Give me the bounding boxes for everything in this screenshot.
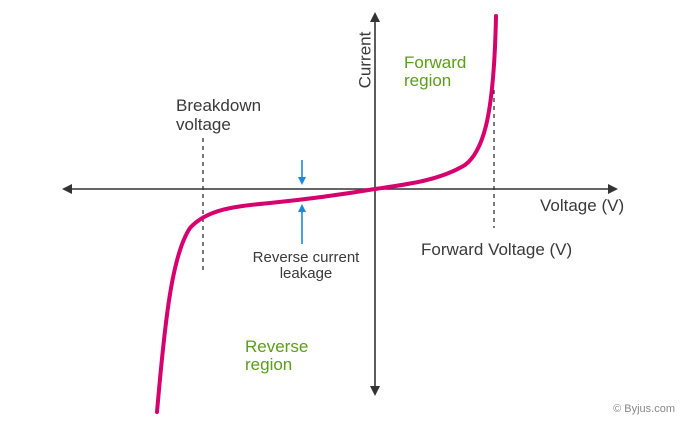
leakage-label-line2: leakage — [280, 265, 333, 282]
y-axis-label: Current — [355, 31, 374, 88]
x-axis-label: Voltage (V) — [540, 196, 624, 215]
reverse-region-label-line1: Reverse — [245, 337, 308, 356]
reverse-region-label-line2: region — [245, 355, 292, 374]
iv-curve — [155, 14, 498, 414]
forward-region-label-line1: Forward — [404, 53, 466, 72]
breakdown-voltage-label-line2: voltage — [176, 115, 231, 134]
leakage-label-line1: Reverse current — [253, 249, 361, 266]
credit-text: © Byjus.com — [613, 403, 675, 415]
breakdown-voltage-label-line1: Breakdown — [176, 96, 261, 115]
forward-voltage-label: Forward Voltage (V) — [421, 240, 572, 259]
forward-region-label-line2: region — [404, 71, 451, 90]
